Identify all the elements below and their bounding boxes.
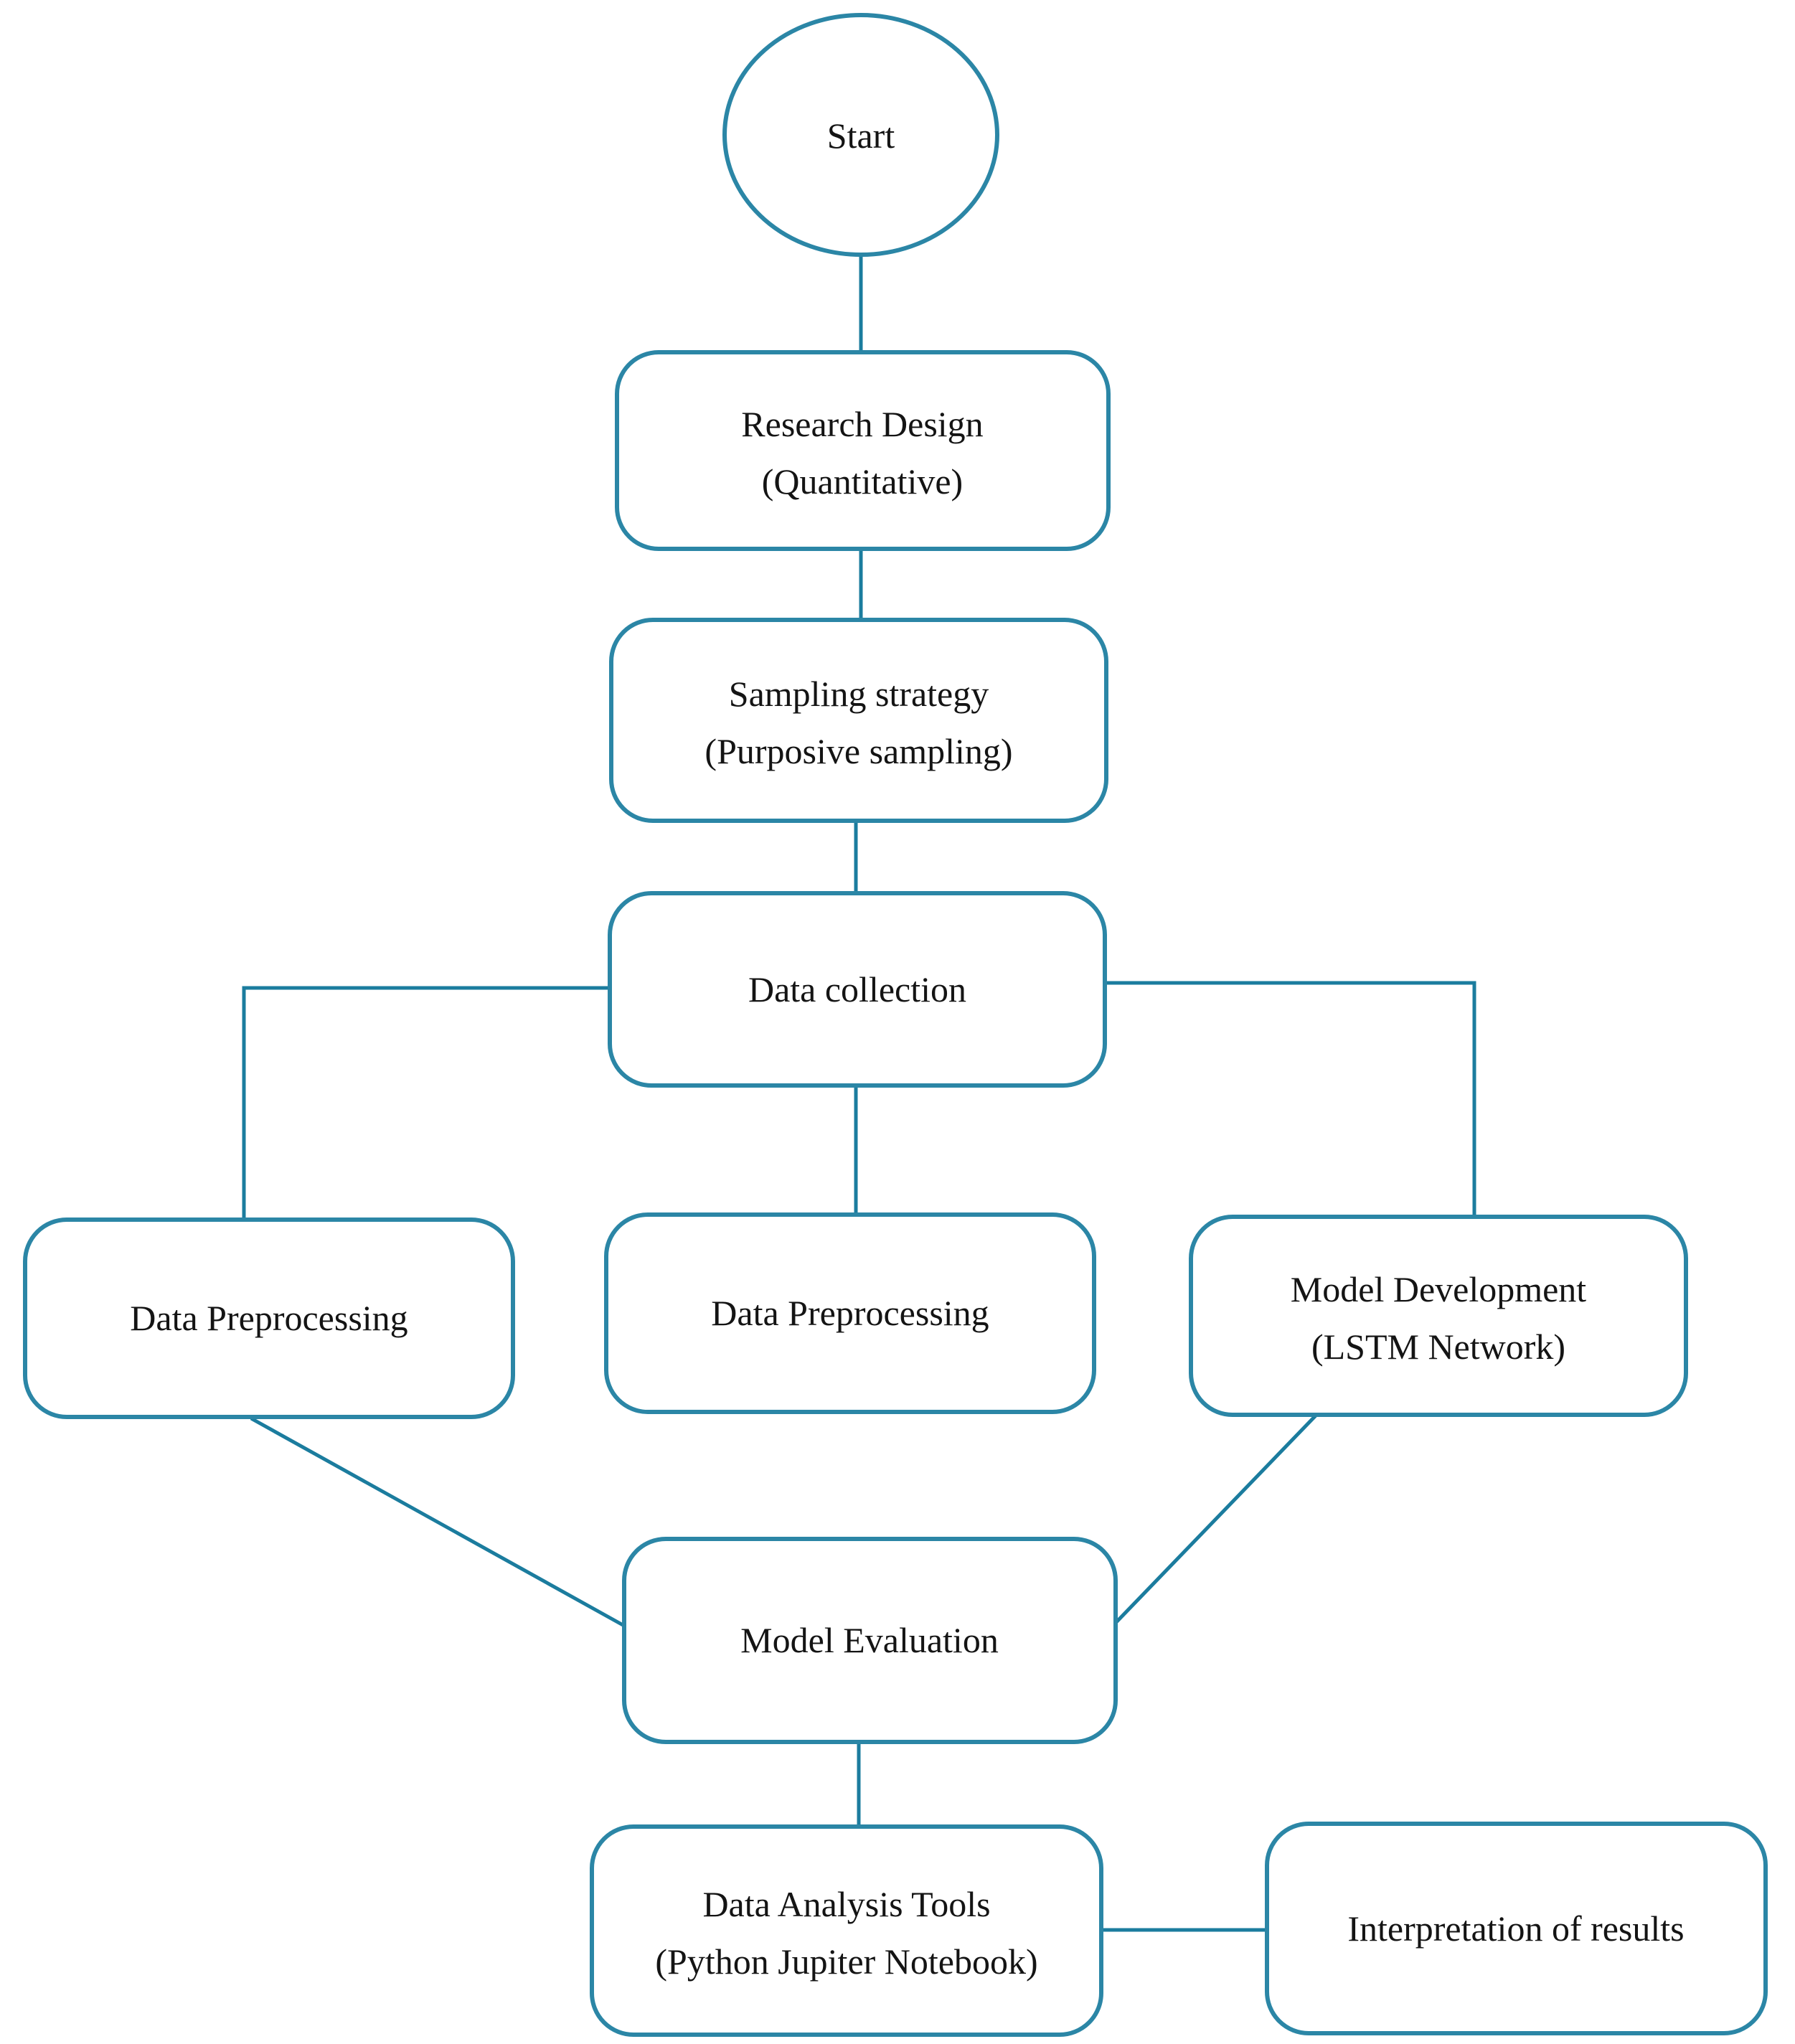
sampling-strategy-node: Sampling strategy (Purposive sampling) (609, 618, 1108, 823)
interpretation-of-results-box (1265, 1822, 1768, 2035)
model-development-label-line1: Model Development (1291, 1269, 1587, 1309)
data-collection-node: Data collection (608, 891, 1107, 1088)
sampling-strategy-label-line1: Sampling strategy (729, 674, 989, 714)
data-collection-label: Data collection (748, 969, 966, 1009)
start-node-circle (722, 13, 999, 257)
data-preprocessing-left-node: Data Preprocessing (23, 1218, 515, 1419)
model-development-box (1189, 1215, 1688, 1417)
data-preprocessing-left-box (23, 1218, 515, 1419)
model-evaluation-label: Model Evaluation (740, 1620, 999, 1660)
model-evaluation-box (622, 1537, 1118, 1744)
connector-data-preprocessing-left-model-evaluation (250, 1416, 626, 1628)
data-collection-box (608, 891, 1107, 1088)
start-node-label: Start (827, 116, 895, 156)
interpretation-of-results-label: Interpretation of results (1347, 1908, 1684, 1949)
model-development-node: Model Development (LSTM Network) (1189, 1215, 1688, 1417)
data-preprocessing-center-label: Data Preprocessing (711, 1293, 989, 1333)
model-evaluation-node: Model Evaluation (622, 1537, 1118, 1744)
sampling-strategy-label-line2: (Purposive sampling) (705, 731, 1012, 771)
data-analysis-tools-node: Data Analysis Tools (Python Jupiter Note… (590, 1824, 1103, 2037)
start-node: Start (722, 13, 999, 257)
data-preprocessing-center-node: Data Preprocessing (604, 1212, 1096, 1414)
research-design-label-line2: (Quantitative) (762, 461, 963, 501)
data-preprocessing-left-label: Data Preprocessing (130, 1298, 407, 1338)
connector-data-collection-data-preprocessing-left (242, 986, 610, 1220)
research-design-box (615, 350, 1111, 551)
model-development-label-line2: (LSTM Network) (1311, 1327, 1565, 1367)
interpretation-of-results-node: Interpretation of results (1265, 1822, 1768, 2035)
data-analysis-tools-label-line2: (Python Jupiter Notebook) (655, 1941, 1037, 1982)
connector-data-collection-model-development (1105, 981, 1476, 1217)
data-preprocessing-center-box (604, 1212, 1096, 1414)
connector-model-development-model-evaluation (1114, 1413, 1318, 1624)
data-analysis-tools-label-line1: Data Analysis Tools (702, 1884, 990, 1924)
data-analysis-tools-box (590, 1824, 1103, 2037)
sampling-strategy-box (609, 618, 1108, 823)
research-design-node: Research Design (Quantitative) (615, 350, 1111, 551)
research-design-label-line1: Research Design (741, 404, 983, 444)
